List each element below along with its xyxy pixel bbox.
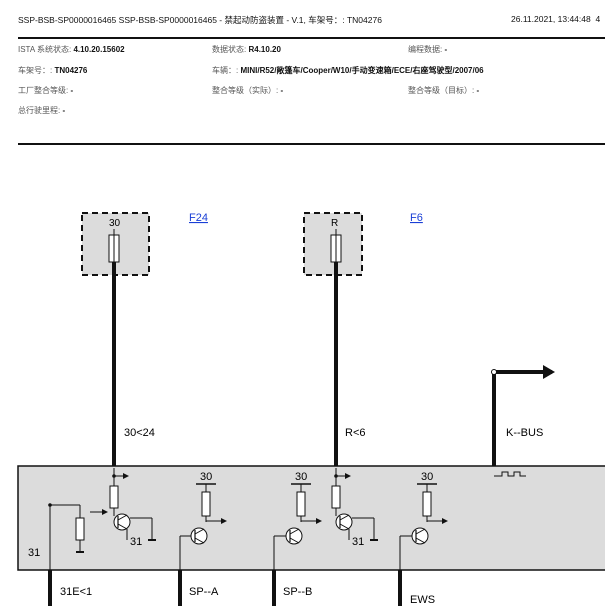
terminal-31-a: 31 [130,536,142,548]
meta-rule [18,143,605,145]
meta-prog-value: - [444,45,448,54]
fuse-f24-terminal: 30 [109,218,121,229]
stage-sp-b: 30 [273,471,322,570]
link-f24[interactable]: F24 [189,212,208,224]
meta-target-value: - [476,86,480,95]
stage-r: 31 [331,468,378,548]
meta-actual-value: - [280,86,284,95]
meta-vehicle-label: 车辆：: [212,66,239,75]
terminal-30-c: 30 [421,471,433,483]
terminal-30-b: 30 [295,471,307,483]
stage-left: 31 31 [28,468,156,570]
fuse-f6-terminal: R [331,218,338,229]
terminal-30-a: 30 [200,471,212,483]
meta-mileage-label: 总行驶里程: [18,106,61,115]
meta-ista: ISTA 系统状态: 4.10.20.15602 [18,44,125,55]
meta-vehicle-value: MINI/R52/敞篷车/Cooper/W10/手动变速箱/ECE/右座驾驶型/… [240,66,484,75]
kbus-label: K--BUS [506,427,543,439]
control-module [17,465,605,571]
meta-factory-value: - [70,86,74,95]
meta-data-label: 数据状态: [212,45,247,54]
stage-ews: 30 [399,471,448,570]
label-sp-a: SP--A [189,586,219,598]
meta-ista-value: 4.10.20.15602 [73,45,125,54]
meta-mileage-value: - [62,106,66,115]
meta-vin-value: TN04276 [54,66,88,75]
kbus-pulse-icon [494,471,526,477]
meta-vin-label: 车架号：: [18,66,53,75]
meta-data-state: 数据状态: R4.10.20 [212,44,281,55]
meta-data-value: R4.10.20 [248,45,281,54]
meta-target: 整合等级（目标）: - [408,85,479,96]
wire-r-6-label: R<6 [345,427,366,439]
label-ews: EWS [410,594,435,606]
terminal-31-b: 31 [352,536,364,548]
label-sp-b: SP--B [283,586,312,598]
meta-prog: 编程数据: - [408,44,447,55]
meta-factory-label: 工厂整合等级: [18,86,69,95]
kbus-arrowhead [543,365,555,379]
label-31e-1: 31E<1 [60,586,92,598]
timestamp-value: 26.11.2021, 13:44:48 [511,14,591,24]
meta-mileage: 总行驶里程: - [18,105,65,116]
meta-target-label: 整合等级（目标）: [408,86,475,95]
wire-30-24-label: 30<24 [124,427,155,439]
kbus-node [491,369,497,375]
header-rule [18,37,605,39]
timestamp-trail: 4 [595,14,601,24]
link-f6[interactable]: F6 [410,212,423,224]
document-timestamp: 26.11.2021, 13:44:48 4 [511,14,600,24]
terminal-31-left: 31 [28,547,40,559]
meta-ista-label: ISTA 系统状态: [18,45,72,54]
meta-prog-label: 编程数据: [408,45,443,54]
meta-vehicle: 车辆：: MINI/R52/敞篷车/Cooper/W10/手动变速箱/ECE/右… [212,65,484,76]
stage-sp-a: 30 [179,471,227,570]
meta-factory: 工厂整合等级: - [18,85,73,96]
meta-actual-label: 整合等级（实际）: [212,86,279,95]
meta-vin: 车架号：: TN04276 [18,65,87,76]
fuse-box-f6: R [303,212,363,276]
meta-actual: 整合等级（实际）: - [212,85,283,96]
document-title: SSP-BSB-SP0000016465 SSP-BSB-SP000001646… [18,15,382,25]
